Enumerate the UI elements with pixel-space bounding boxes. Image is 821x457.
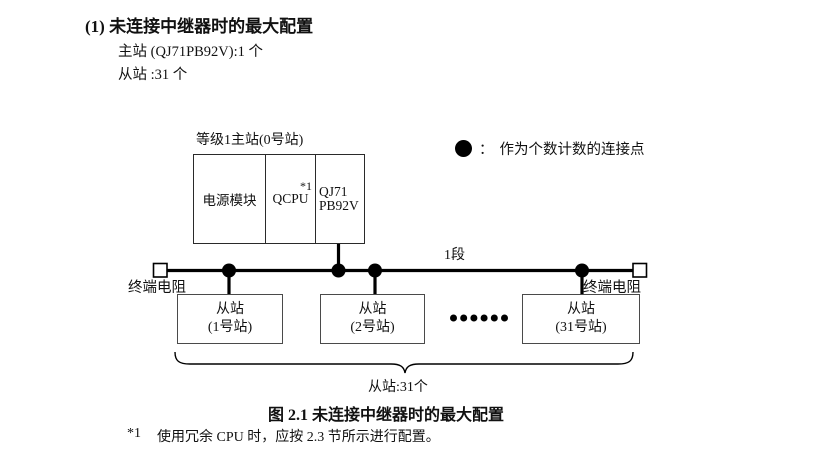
footnote-marker: *1 — [127, 426, 141, 441]
slave-station-2-box: 从站 (2号站) — [320, 294, 425, 344]
slave-label: 从站 — [567, 302, 595, 317]
qj71pb92v-line1: QJ71 — [319, 184, 348, 199]
slave-station-count-line: 从站 :31 个 — [118, 67, 188, 83]
segment-label: 1段 — [444, 248, 465, 263]
connection-dot — [222, 263, 236, 278]
slave-group-brace — [174, 351, 634, 374]
connection-dot-icon — [455, 140, 472, 157]
legend: ： 作为个数计数的连接点 — [455, 138, 645, 159]
qj71pb92v-line2: PB92V — [319, 198, 359, 213]
qj71pb92v-cell: QJ71 PB92V — [316, 155, 362, 243]
qcpu-cell: *1 QCPU — [266, 155, 316, 243]
figure-caption: 图 2.1 未连接中继器时的最大配置 — [267, 407, 504, 424]
footnote-ref-marker: *1 — [300, 179, 312, 193]
slave-station-1-box: 从站 (1号站) — [177, 294, 283, 344]
ellipsis-dots-icon — [450, 314, 508, 322]
legend-text: 作为个数计数的连接点 — [499, 142, 645, 158]
slave-station-31-box: 从站 (31号站) — [522, 294, 640, 344]
terminator-left-label: 终端电阻 — [128, 280, 186, 296]
slave-label: 从站 — [216, 302, 244, 317]
slave-label: 从站 — [358, 302, 387, 317]
terminator-right-box — [632, 262, 648, 278]
master-station-label: 等级1主站(0号站) — [196, 133, 304, 148]
qcpu-label: QCPU — [272, 191, 309, 206]
master-station-box: 电源模块 *1 QCPU QJ71 PB92V — [193, 154, 365, 244]
connection-dot — [331, 263, 346, 278]
slave-station-number: (2号站) — [350, 320, 395, 335]
section-title: (1) 未连接中继器时的最大配置 — [85, 17, 314, 36]
slave-group-count-label: 从站:31个 — [368, 380, 428, 395]
connection-dot — [575, 263, 589, 278]
footnote-text: 使用冗余 CPU 时，应按 2.3 节所示进行配置。 — [157, 430, 440, 445]
power-module-cell: 电源模块 — [194, 155, 266, 243]
connection-dot — [368, 263, 382, 278]
legend-colon: ： — [479, 142, 494, 158]
footnote: *1 使用冗余 CPU 时，应按 2.3 节所示进行配置。 — [127, 426, 440, 446]
slave-station-number: (31号站) — [555, 320, 607, 335]
terminator-left-box — [152, 262, 168, 278]
master-station-count-line: 主站 (QJ71PB92V):1 个 — [118, 44, 264, 60]
slave-station-number: (1号站) — [207, 320, 253, 335]
terminator-right-label: 终端电阻 — [583, 280, 641, 296]
